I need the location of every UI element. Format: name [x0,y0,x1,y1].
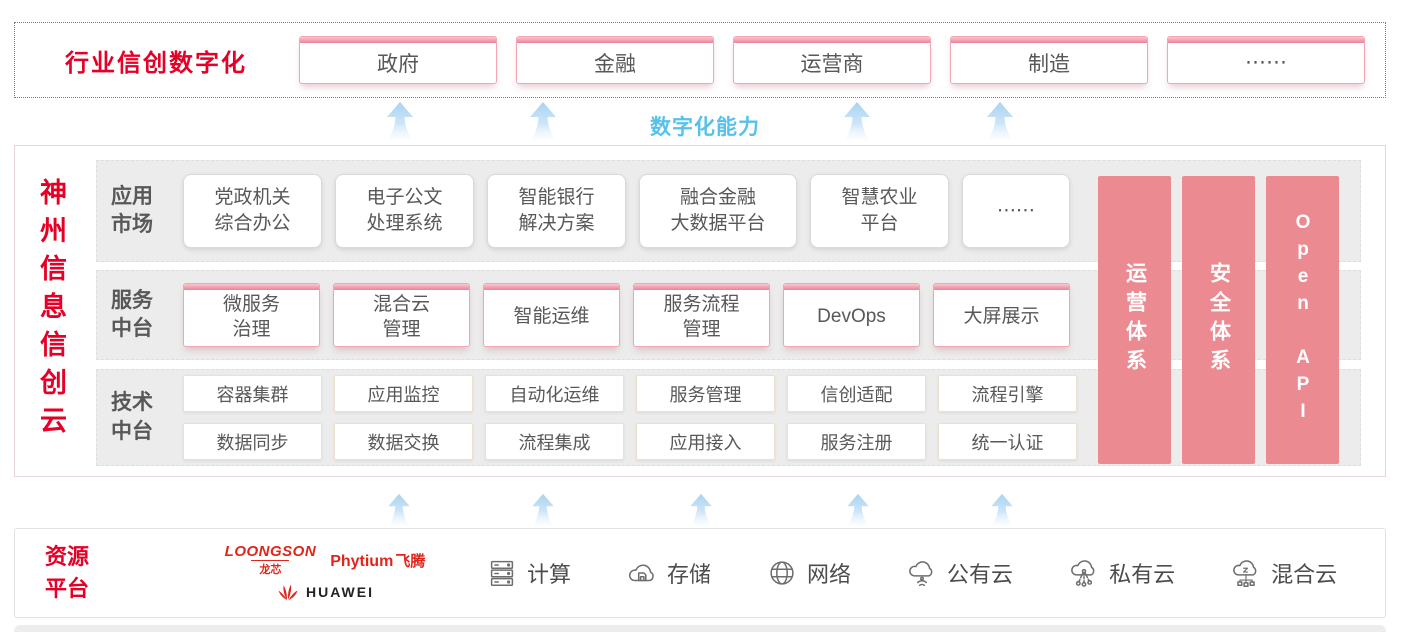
row-label-app-market: 应用 市场 [111,184,153,236]
up-arrow-icon [387,102,413,141]
category-label: 政府 [377,52,419,76]
resource-platform-box: 资源 平台 LOONGSON 龙芯 Phytium 飞腾 [14,528,1386,618]
category-label: 运营商 [800,52,864,76]
private-cloud-icon [1071,560,1095,587]
next-section-edge [14,625,1386,632]
up-arrow-icon [847,493,869,526]
storage-icon [628,564,654,582]
row-label-tech-platform: 技术 中台 [111,391,153,443]
tech-box: 统一认证 [938,423,1077,460]
tech-box: 信创适配 [787,375,926,412]
service-box: DevOps [783,283,920,347]
platform-vertical-title: 神州信息信创云 [36,178,66,444]
up-arrow-icon [690,493,712,526]
industry-banner: 行业信创数字化 政府 金融 运营商 制造 ⋯⋯ [14,22,1386,98]
app-box: 党政机关 综合办公 [183,174,322,248]
up-arrow-icon [987,102,1013,141]
platform-rows: 应用 市场 党政机关 综合办公 电子公文 处理系统 智能银行 解决方案 融合金融… [96,160,1361,466]
cloud-platform-box: 神州信息信创云 应用 市场 党政机关 综合办公 电子公文 处理系统 智能银行 解… [14,145,1386,477]
vendor-logos: LOONGSON 龙芯 Phytium 飞腾 [201,543,449,603]
tech-box: 流程引擎 [938,375,1077,412]
system-bar-security: 安全体系 [1182,176,1255,464]
resource-item-compute: 计算 [485,556,571,590]
tech-box: 容器集群 [183,375,322,412]
category-box-manufacturing: 制造 [950,36,1148,84]
category-box-operator: 运营商 [733,36,931,84]
tech-box: 数据交换 [334,423,473,460]
huawei-petals-icon [278,584,298,601]
resource-item-private-cloud: 私有云 [1067,556,1175,590]
tech-box: 应用监控 [334,375,473,412]
up-arrow-icon [532,493,554,526]
service-box: 大屏展示 [933,283,1070,347]
tech-box: 服务注册 [787,423,926,460]
tech-box: 流程集成 [485,423,624,460]
category-box-ellipsis: ⋯⋯ [1167,36,1365,84]
resource-platform-label: 资源 平台 [45,544,90,601]
category-box-government: 政府 [299,36,497,84]
service-box: 智能运维 [483,283,620,347]
category-label: ⋯⋯ [1245,51,1287,74]
up-arrow-icon [991,493,1013,526]
system-bar-open-api: Open API [1266,176,1339,464]
app-box: 智慧农业 平台 [810,174,949,248]
tech-box: 自动化运维 [485,375,624,412]
public-cloud-icon [909,561,933,587]
up-arrow-icon [530,102,556,141]
resource-item-public-cloud: 公有云 [905,556,1013,590]
service-box: 服务流程 管理 [633,283,770,347]
service-box: 混合云 管理 [333,283,470,347]
app-box-ellipsis: ⋯⋯ [962,174,1070,248]
app-box: 融合金融 大数据平台 [639,174,797,248]
huawei-logo: HUAWEI [276,581,374,603]
service-box: 微服务 治理 [183,283,320,347]
capability-label: 数字化能力 [650,116,760,139]
service-platform-row: 服务 中台 微服务 治理 混合云 管理 智能运维 服务流程 管理 DevOps … [96,270,1361,360]
system-bar-operations: 运营体系 [1098,176,1171,464]
category-label: 金融 [594,52,636,76]
hybrid-cloud-icon [1233,560,1257,587]
resource-item-storage: 存储 [625,556,711,590]
row-label-service-platform: 服务 中台 [111,288,153,340]
category-box-finance: 金融 [516,36,714,84]
app-box: 电子公文 处理系统 [335,174,474,248]
app-market-row: 应用 市场 党政机关 综合办公 电子公文 处理系统 智能银行 解决方案 融合金融… [96,160,1361,262]
phytium-logo: Phytium 飞腾 [330,552,426,570]
resource-item-network: 网络 [765,556,851,590]
banner-title: 行业信创数字化 [65,49,247,77]
resource-item-hybrid-cloud: 混合云 [1229,556,1337,590]
industry-category-row: 政府 金融 运营商 制造 ⋯⋯ [299,36,1365,84]
tech-platform-row: 技术 中台 容器集群 应用监控 自动化运维 服务管理 信创适配 流程引擎 数据同… [96,369,1361,466]
up-arrow-icon [844,102,870,141]
resource-items: 计算 存储 网络 [485,556,1337,590]
category-label: 制造 [1028,52,1070,76]
tech-box: 数据同步 [183,423,322,460]
compute-icon [490,560,514,587]
network-icon [770,561,794,585]
tech-box: 应用接入 [636,423,775,460]
tech-box: 服务管理 [636,375,775,412]
up-arrow-icon [388,493,410,526]
app-box: 智能银行 解决方案 [487,174,626,248]
loongson-logo: LOONGSON 龙芯 [224,543,317,576]
